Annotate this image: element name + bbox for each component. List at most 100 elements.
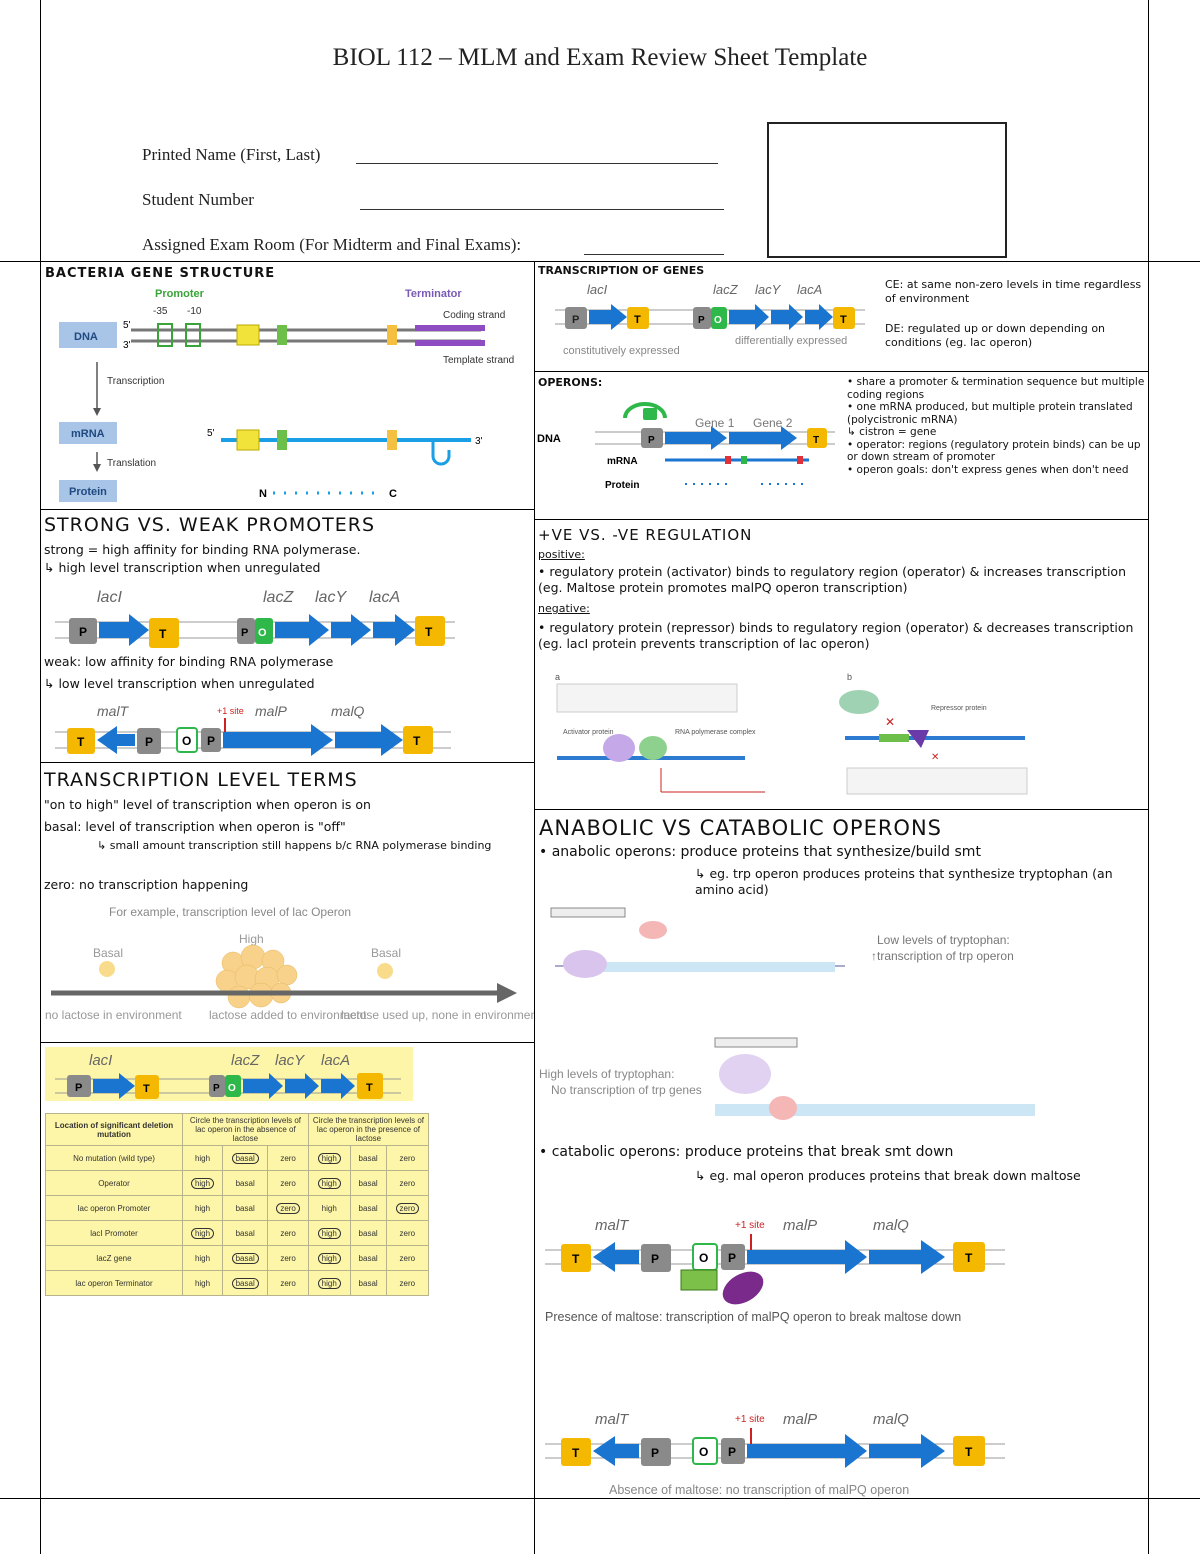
gene-structure-diagram: Promoter Terminator -35 -10 DNA 5' 3' Co… <box>59 288 514 502</box>
svg-text:✕: ✕ <box>931 752 939 763</box>
mrna-box <box>59 422 117 444</box>
translation-label: Translation <box>107 458 156 469</box>
gene-structure-section: BACTERIA GENE STRUCTURE Promoter Termina… <box>41 262 534 509</box>
mrna-3prime: 3' <box>475 436 483 447</box>
svg-text:malP: malP <box>255 703 288 719</box>
catabolic-line: • catabolic operons: produce proteins th… <box>539 1144 954 1160</box>
zero-note: zero: no transcription happening <box>44 877 249 892</box>
table-row: Operator high basal zero high basal zero <box>45 1170 430 1196</box>
regulation-heading: +VE VS. -VE REGULATION <box>538 526 753 544</box>
dna-3prime: 3' <box>123 340 131 351</box>
anabolic-heading: ANABOLIC VS CATABOLIC OPERONS <box>539 816 942 840</box>
gene2-label: Gene 2 <box>753 416 793 430</box>
svg-text:RNA polymerase complex: RNA polymerase complex <box>675 729 756 736</box>
svg-text:lacY: lacY <box>755 282 782 297</box>
high-trp-label: High levels of tryptophan: <box>539 1067 674 1081</box>
lac-operon-diagram: lacI lacZ lacY lacA P T P O T constituti… <box>555 282 865 357</box>
svg-text:T: T <box>572 1446 580 1460</box>
svg-text:+1 site: +1 site <box>217 706 244 716</box>
svg-text:lacY: lacY <box>275 1052 305 1069</box>
negative-label: negative: <box>538 602 590 615</box>
transcription-level-heading: TRANSCRIPTION LEVEL TERMS <box>44 769 358 791</box>
svg-text:P: P <box>572 314 579 326</box>
svg-text:O: O <box>714 315 722 326</box>
basal-sub-note: ↳ small amount transcription still happe… <box>97 839 492 852</box>
svg-text:T: T <box>634 314 641 326</box>
coding-strand-label: Coding strand <box>443 310 505 321</box>
promoters-heading: STRONG VS. WEAK PROMOTERS <box>44 514 376 536</box>
low-trp-label: Low levels of tryptophan: <box>877 933 1010 947</box>
svg-text:O: O <box>699 1251 708 1265</box>
page-title: BIOL 112 – MLM and Exam Review Sheet Tem… <box>332 44 868 71</box>
svg-text:DNA: DNA <box>537 433 561 445</box>
svg-text:P: P <box>145 735 153 749</box>
basal-note: basal: level of transcription when opero… <box>44 819 346 834</box>
svg-text:+1 site: +1 site <box>735 1414 765 1425</box>
dna-label: DNA <box>74 331 98 343</box>
lac-level-diagram: Basal High Basal no lactose in environme… <box>45 932 534 1022</box>
table-row: lacZ gene high basal zero high basal zer… <box>45 1245 430 1271</box>
svg-text:lacA: lacA <box>369 589 400 606</box>
promoter-label: Promoter <box>155 288 205 300</box>
name-field-line[interactable] <box>356 163 718 164</box>
negative-text: • regulatory protein (repressor) binds t… <box>538 620 1134 651</box>
table-row: No mutation (wild type) high basal zero … <box>45 1145 430 1171</box>
anabolic-sub: ↳ eg. trp operon produces proteins that … <box>695 866 1113 897</box>
id-box <box>767 122 1007 258</box>
operon-note: • one mRNA produced, but multiple protei… <box>847 401 1133 426</box>
template-strand-label: Template strand <box>443 355 514 366</box>
regulation-diagram: a Activator protein RNA polymerase compl… <box>555 672 1028 795</box>
low-trp-sub: ↑transcription of trp operon <box>871 949 1014 963</box>
mutation-operon-diagram: lacI lacZ lacY lacA P T P O T <box>55 1052 401 1099</box>
svg-text:P: P <box>79 625 87 639</box>
svg-text:T: T <box>425 625 433 639</box>
svg-text:P: P <box>241 627 248 639</box>
table-header-row: Location of significant deletion mutatio… <box>45 1113 430 1146</box>
svg-text:P: P <box>728 1445 736 1459</box>
n-terminus: N <box>259 488 267 500</box>
maltose-absence-caption: Absence of maltose: no transcription of … <box>609 1483 910 1497</box>
svg-text:P: P <box>651 1446 659 1460</box>
svg-text:lacA: lacA <box>321 1052 350 1069</box>
transcription-genes-heading: TRANSCRIPTION OF GENES <box>538 264 705 277</box>
protein-box <box>59 480 117 502</box>
strong-definition: strong = high affinity for binding RNA p… <box>44 542 361 557</box>
student-number-label: Student Number <box>142 190 254 209</box>
svg-text:P: P <box>648 435 655 446</box>
constitutively-label: constitutively expressed <box>563 345 680 357</box>
svg-text:Repressor protein: Repressor protein <box>931 705 987 712</box>
operon-note: • share a promoter & termination sequenc… <box>847 376 1145 401</box>
svg-text:lacI: lacI <box>587 282 608 297</box>
svg-text:lacZ: lacZ <box>263 589 294 606</box>
weak-sub: ↳ low level transcription when unregulat… <box>44 676 315 691</box>
svg-text:P: P <box>75 1082 82 1094</box>
svg-text:T: T <box>413 734 421 748</box>
mutation-section: lacI lacZ lacY lacA P T P O T Location o… <box>41 1043 534 1498</box>
svg-text:no lactose in environment: no lactose in environment <box>45 1008 182 1022</box>
strong-promoter-diagram: lacI lacZ lacY lacA P T P O T <box>55 589 455 648</box>
exam-room-field-line[interactable] <box>584 254 724 255</box>
table-row: lac operon Promoter high basal zero high… <box>45 1195 430 1221</box>
svg-text:O: O <box>182 734 191 748</box>
trp-operon-diagram: Low levels of tryptophan: ↑transcription… <box>539 907 1035 1120</box>
anabolic-catabolic-section: ANABOLIC VS CATABOLIC OPERONS • anabolic… <box>535 810 1148 1498</box>
svg-text:lacI: lacI <box>97 589 122 606</box>
minus35-label: -35 <box>153 306 168 317</box>
de-note: DE: regulated up or down depending on co… <box>885 322 1106 349</box>
transcription-genes-section: TRANSCRIPTION OF GENES lacI lacZ lacY la… <box>535 262 1148 371</box>
weak-definition: weak: low affinity for binding RNA polym… <box>44 654 334 669</box>
strong-sub: ↳ high level transcription when unregula… <box>44 560 321 575</box>
svg-text:lactose added to environment: lactose added to environment <box>209 1008 367 1022</box>
svg-text:T: T <box>143 1083 150 1095</box>
transcription-label: Transcription <box>107 376 164 387</box>
svg-text:malP: malP <box>783 1411 817 1428</box>
svg-text:lacI: lacI <box>89 1052 112 1069</box>
anabolic-line: • anabolic operons: produce proteins tha… <box>539 844 981 860</box>
student-number-field-line[interactable] <box>360 209 724 210</box>
svg-text:b: b <box>847 672 852 682</box>
svg-text:lactose used up, none in envir: lactose used up, none in environment <box>341 1008 534 1022</box>
svg-text:mRNA: mRNA <box>607 456 638 467</box>
example-title: For example, transcription level of lac … <box>109 905 352 919</box>
svg-text:T: T <box>965 1445 973 1459</box>
svg-text:malQ: malQ <box>331 703 365 719</box>
